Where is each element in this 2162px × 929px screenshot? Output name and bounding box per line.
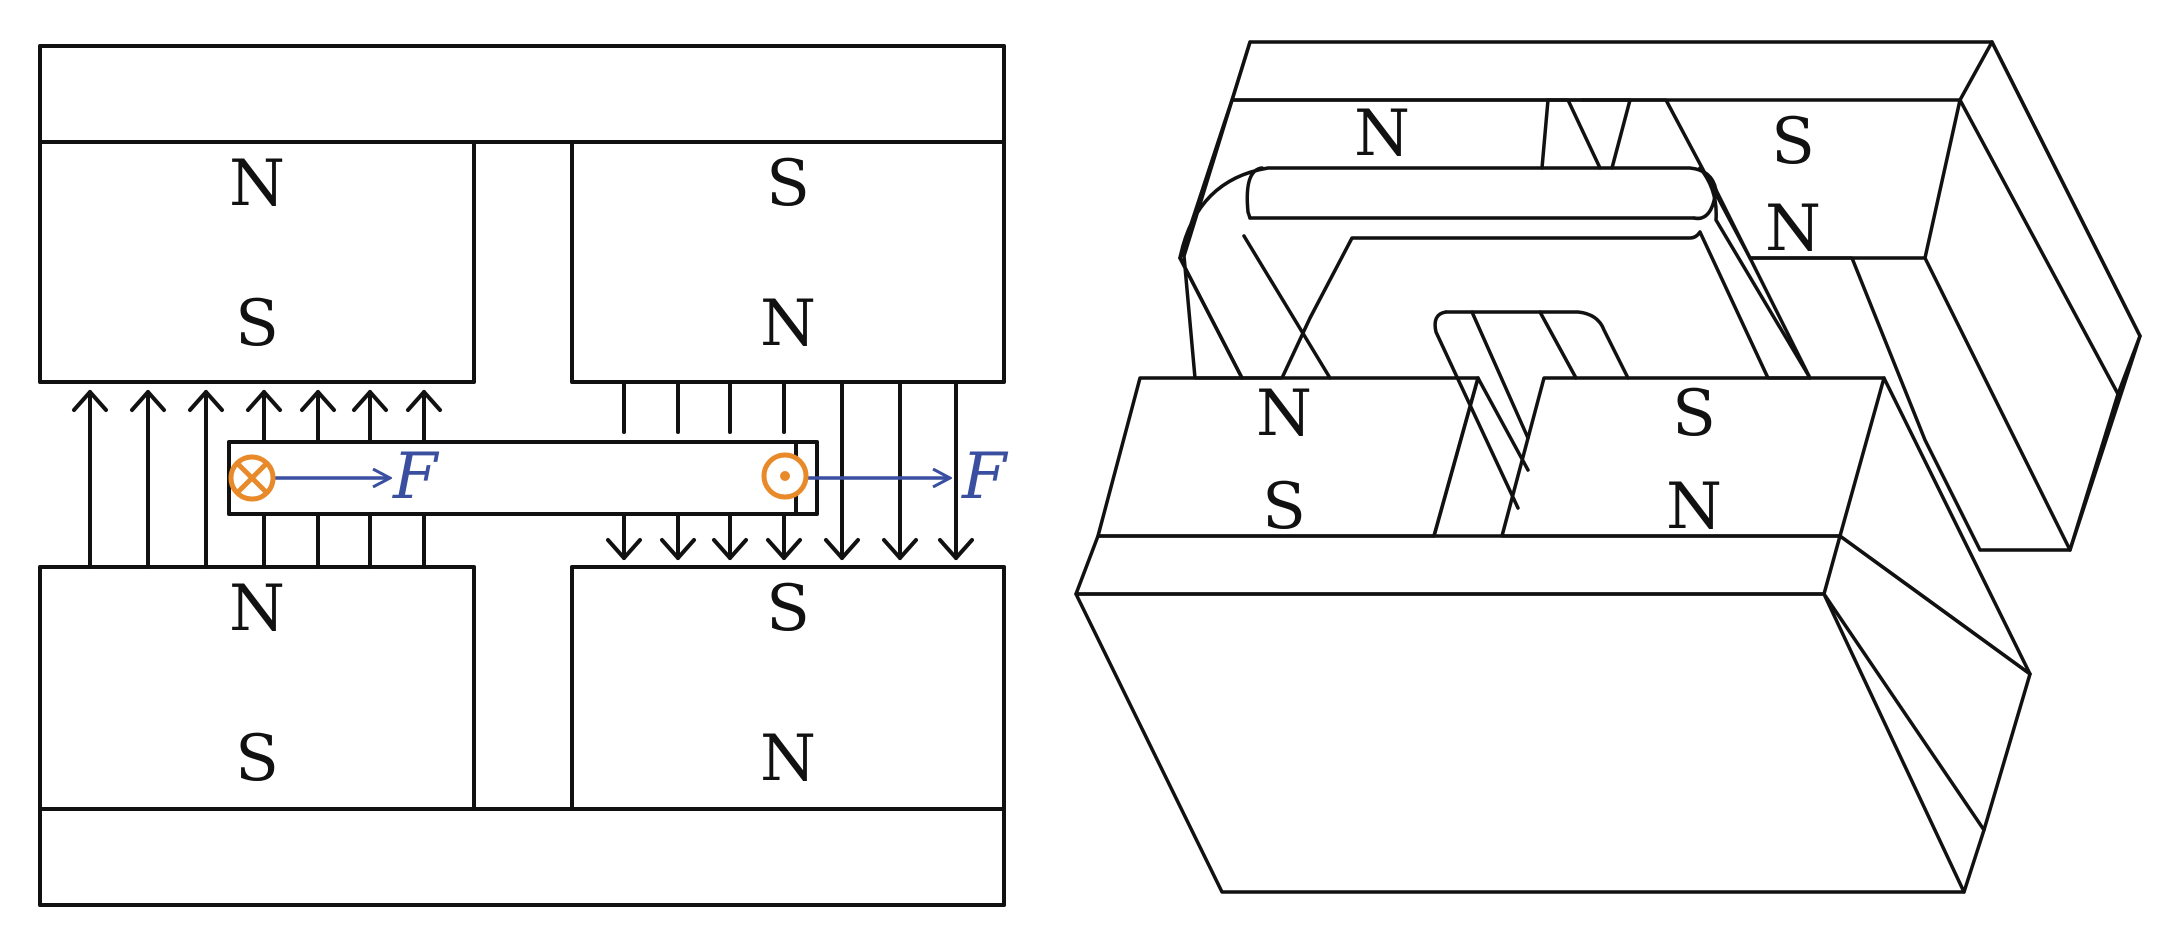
back-block xyxy=(1178,40,2142,552)
force-label-right: F xyxy=(961,440,1009,514)
iso-front-left-upper-pole: N xyxy=(1256,377,1312,451)
iso-top-left-pole: N xyxy=(1354,97,1410,171)
top-left-magnet xyxy=(38,140,476,384)
right-field-lines-down xyxy=(606,380,974,560)
bl-magnet-lower-pole: S xyxy=(235,722,279,796)
iso-top-right-upper-pole: S xyxy=(1771,105,1815,179)
br-magnet-lower-pole: N xyxy=(760,722,816,796)
coil-loop xyxy=(1178,166,1812,380)
top-right-magnet xyxy=(570,140,1006,384)
tr-magnet-lower-pole: N xyxy=(760,287,816,361)
top-yoke xyxy=(38,44,1006,144)
bottom-front-face xyxy=(1074,592,1966,894)
iso-front-right-lower-pole: N xyxy=(1666,470,1722,544)
dot-circle-icon xyxy=(761,452,809,500)
tl-magnet-lower-pole: S xyxy=(235,287,279,361)
br-magnet-upper-pole: S xyxy=(766,572,810,646)
bl-magnet-upper-pole: N xyxy=(229,572,285,646)
tl-magnet-upper-pole: N xyxy=(229,147,285,221)
left-cross-section-view xyxy=(38,44,1006,907)
left-field-lines-up xyxy=(72,390,442,569)
tr-magnet-upper-pole: S xyxy=(766,147,810,221)
bottom-yoke xyxy=(38,807,1006,907)
iso-front-left-lower-pole: S xyxy=(1262,470,1306,544)
iso-top-right-lower-pole: N xyxy=(1765,192,1821,266)
force-label-left: F xyxy=(392,440,440,514)
right-isometric-view xyxy=(1074,40,2142,894)
cross-circle-icon xyxy=(228,454,276,502)
iso-front-right-upper-pole: S xyxy=(1672,377,1716,451)
bottom-front-yoke xyxy=(1074,534,1842,596)
